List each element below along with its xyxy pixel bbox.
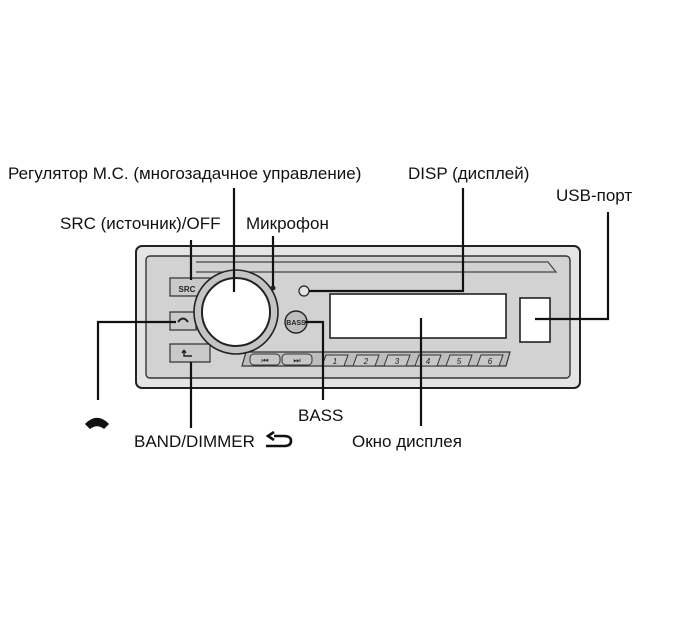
phone-button[interactable] [169,311,197,331]
preset-button-5[interactable] [445,354,473,367]
disp-label: DISP (дисплей) [408,164,530,183]
phone-icon [84,417,110,429]
disp-button[interactable] [298,285,310,297]
preset-button-2[interactable] [352,354,380,367]
usb-port-label: USB-порт [556,186,633,205]
band-button-icon [181,349,192,357]
mc-dial-label: Регулятор M.C. (многозадачное управление… [8,164,362,183]
preset-button-label: 3 [395,357,400,366]
microphone [270,285,276,291]
leader-disp [309,188,465,293]
bass-button-label: BASS [286,320,306,327]
prev-track-button[interactable] [249,353,281,366]
leader-usb [535,212,610,321]
next-track-icon: ⏭ [293,356,300,365]
preset-button-3[interactable] [383,354,411,367]
preset-button-label: 2 [363,357,369,366]
prev-track-icon: ⏮ [261,356,268,365]
microphone-label: Микрофон [246,214,329,233]
leader-phone [96,320,176,400]
bass-label: BASS [298,406,344,425]
leader-lines [96,188,610,428]
faceplate-top-edge [196,261,558,273]
preset-button-label: 1 [333,357,337,366]
phone-button-icon [177,317,189,323]
band-dimmer-label: BAND/DIMMER [134,432,255,451]
src-off-label: SRC (источник)/OFF [60,214,221,233]
preset-button-label: 4 [426,357,431,366]
display-window [329,293,507,339]
mc-dial[interactable] [201,277,271,347]
display-window-label: Окно дисплея [352,432,462,451]
preset-button-6[interactable] [476,354,504,367]
preset-button-label: 6 [488,357,493,366]
preset-button-label: 5 [457,357,462,366]
leader-bass [305,320,325,400]
src-button-label: SRC [179,285,196,294]
return-arrow-icon [265,430,293,448]
next-track-button[interactable] [281,353,313,366]
band-button[interactable] [169,343,211,363]
